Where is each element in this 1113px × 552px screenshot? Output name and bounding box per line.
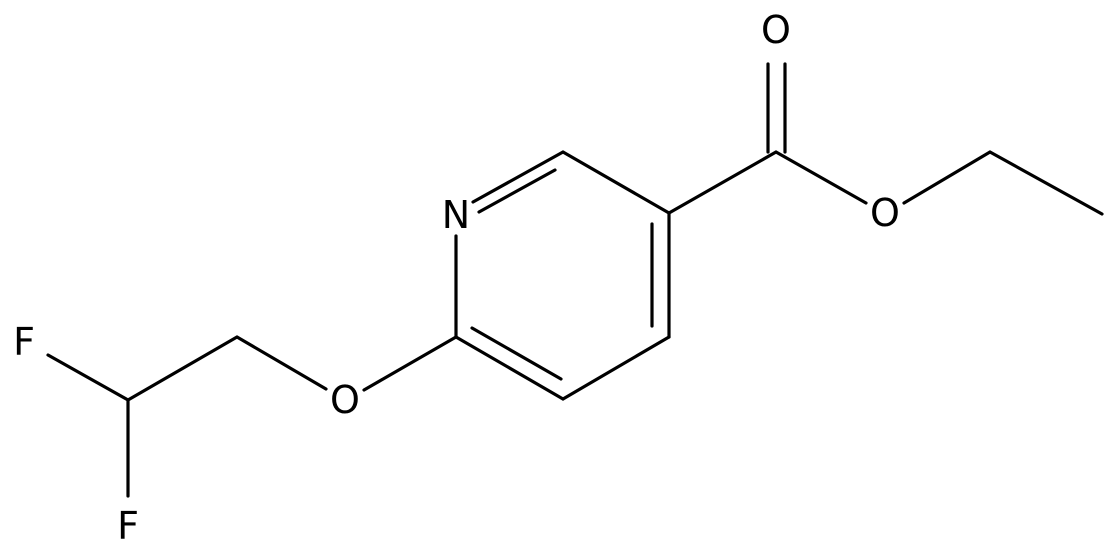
bond-ch2-chf2 [126, 335, 239, 402]
ethyl-ester-group [667, 62, 1104, 216]
bond-c2-n1-inner [477, 168, 557, 214]
difluoroethoxy-group [46, 335, 458, 498]
bond-c2-c3 [561, 150, 671, 215]
bond-c5-c6 [454, 335, 565, 401]
bond-chf2-f1 [46, 353, 130, 402]
bond-carbonyl-o-ester [774, 150, 868, 205]
atom-label-f1: F [13, 320, 35, 364]
bond-c6-o-ether [362, 335, 458, 392]
atom-label-f2: F [117, 504, 139, 548]
atom-label-o-carbonyl: O [761, 8, 791, 52]
atom-label-o-ether: O [330, 378, 360, 422]
bond-c4-c5 [561, 335, 671, 401]
bond-c3-carbonyl [667, 150, 778, 215]
bond-ch2-ch3 [988, 150, 1104, 216]
bond-c5-c6-inner [470, 326, 563, 381]
pyridine-ring [454, 150, 671, 401]
bond-o-ether-ch2 [235, 335, 328, 391]
bond-o-ester-ch2 [902, 150, 992, 205]
bond-c2-n1 [471, 150, 565, 204]
atom-label-o-ester: O [870, 191, 900, 235]
atom-label-n1: N [442, 193, 470, 237]
atom-labels: N O O O F F [13, 8, 900, 548]
